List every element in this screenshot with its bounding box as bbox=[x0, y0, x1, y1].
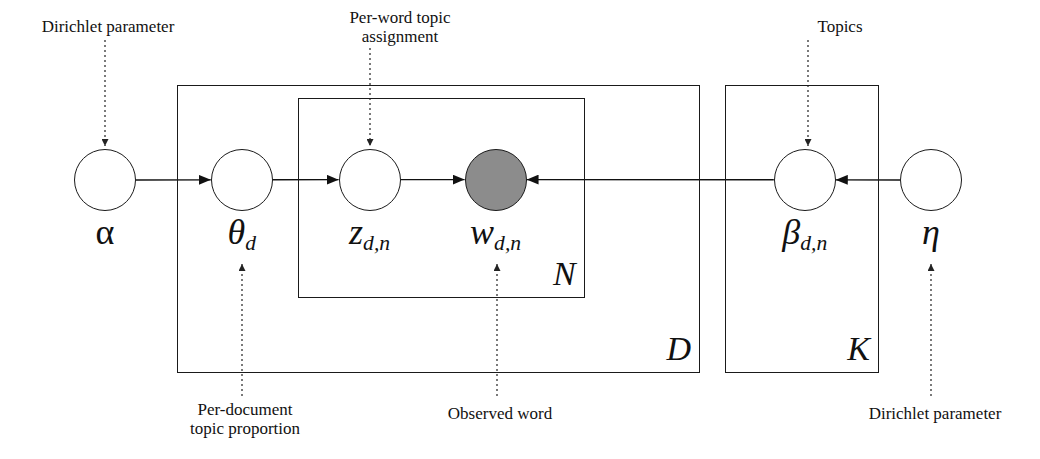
leader-line bbox=[241, 264, 242, 396]
variable-symbol: θd bbox=[228, 212, 256, 263]
callout-label: Observed word bbox=[425, 404, 575, 423]
variable-symbol: η bbox=[922, 212, 940, 252]
plate-count: D bbox=[666, 330, 691, 368]
variable-symbol: α bbox=[96, 212, 115, 252]
callout-label: Dirichlet parameter bbox=[23, 17, 193, 36]
variable-symbol: zd,n bbox=[349, 212, 390, 263]
variable-node: wd,n bbox=[465, 149, 527, 211]
plate-count: N bbox=[553, 255, 576, 293]
callout-label: Per-document topic proportion bbox=[180, 400, 310, 438]
dependency-arrow bbox=[136, 179, 211, 181]
dependency-arrow bbox=[527, 179, 774, 181]
variable-symbol: wd,n bbox=[470, 212, 521, 263]
callout-label: Topics bbox=[795, 17, 885, 36]
plate: βd,nK bbox=[725, 85, 879, 373]
plate: θd zd,n wd,nN D bbox=[177, 85, 700, 373]
dependency-arrow bbox=[836, 179, 900, 181]
leader-line bbox=[807, 40, 808, 146]
variable-node: α bbox=[74, 149, 136, 211]
variable-node: βd,n bbox=[774, 149, 836, 211]
leader-line bbox=[104, 40, 105, 146]
variable-node: θd bbox=[211, 149, 273, 211]
variable-node: η bbox=[900, 149, 962, 211]
variable-symbol: βd,n bbox=[782, 212, 827, 263]
dependency-arrow bbox=[401, 179, 465, 180]
plate-count: K bbox=[847, 330, 870, 368]
callout-label: Per-word topic assignment bbox=[335, 8, 465, 46]
plate: zd,n wd,nN bbox=[298, 98, 585, 298]
leader-line bbox=[930, 264, 931, 396]
leader-line bbox=[496, 264, 497, 396]
dependency-arrow bbox=[273, 179, 339, 181]
variable-node: zd,n bbox=[339, 149, 401, 211]
callout-label: Dirichlet parameter bbox=[850, 404, 1020, 423]
